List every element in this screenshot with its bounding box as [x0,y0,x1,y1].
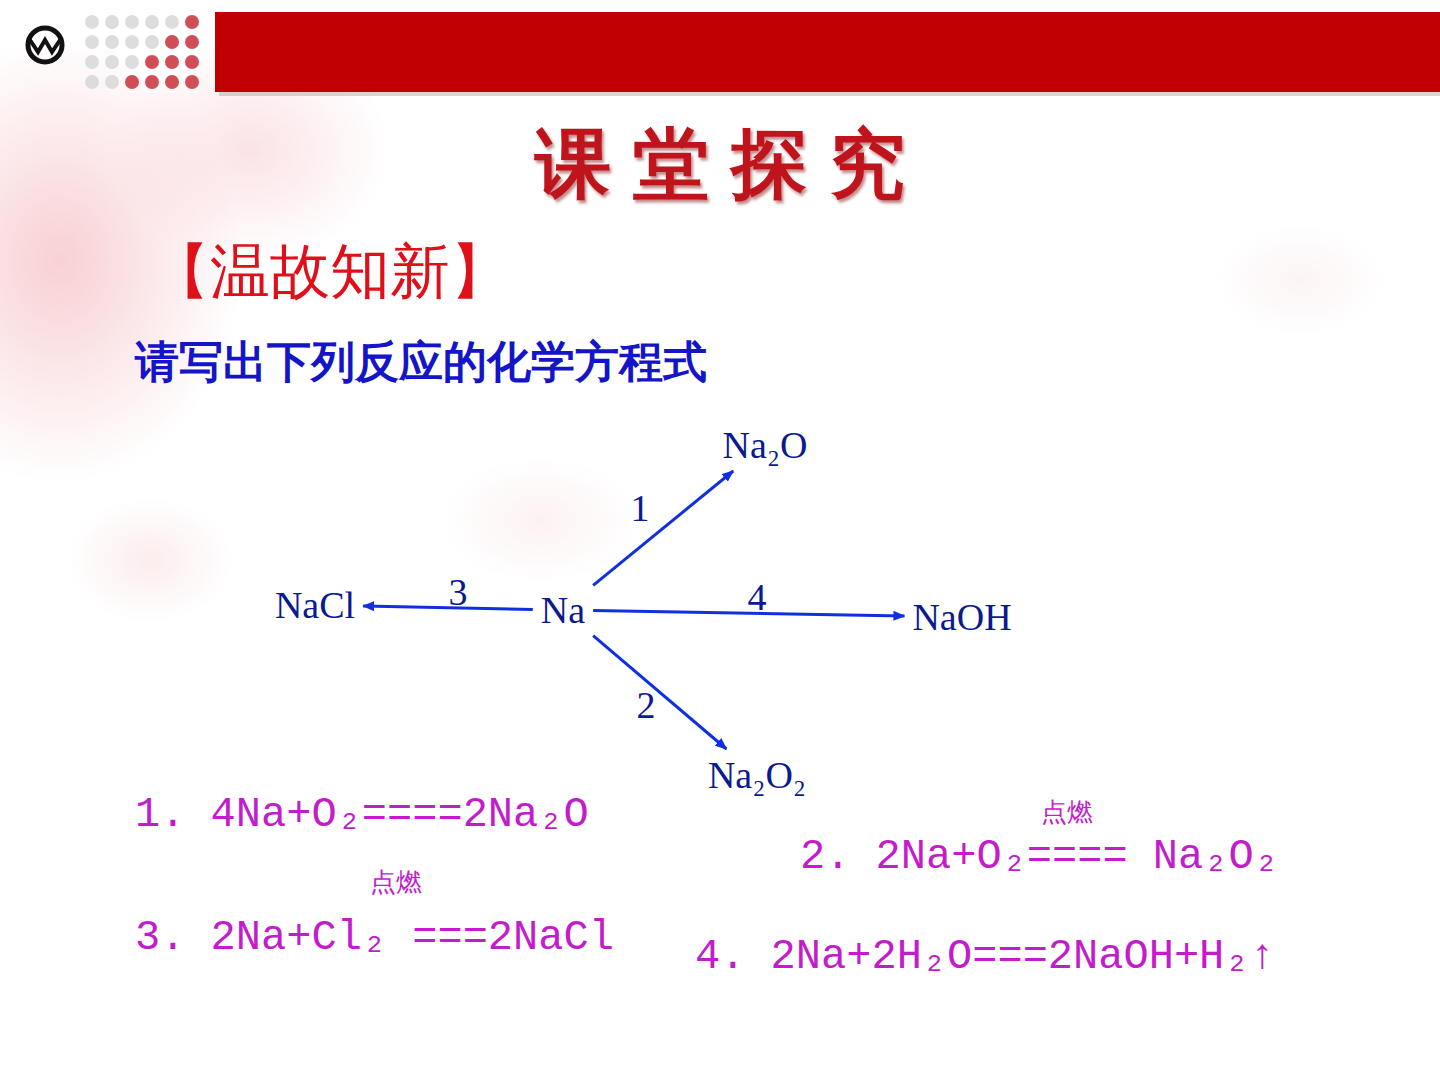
equation: 2. 2Na+O₂==== Na₂O₂ [800,833,1279,881]
formula-text: NaCl [275,584,355,626]
equation: 4. 2Na+2H₂O===2NaOH+H₂↑ [695,933,1275,981]
reaction-arrow [593,471,733,585]
formula-node: NaOH [906,593,1017,641]
equation: 3. 2Na+Cl₂ ===2NaCl [135,914,614,962]
logo [28,28,62,62]
formula-node: Na [535,586,591,634]
reaction-arrow [593,636,726,749]
dot-grid [85,15,199,89]
equation: 1. 4Na+O₂====2Na₂O [135,791,589,839]
formula-text: Na [541,589,585,631]
formula-node: Na₂O [717,421,814,469]
instruction: 请写出下列反应的化学方程式 [135,333,707,392]
reaction-arrow [363,606,533,609]
reaction-condition: 点燃 [1041,795,1093,830]
formula-node: Na₂O₂ [702,751,812,799]
step-number: 4 [748,575,767,619]
step-number: 2 [637,683,656,727]
step-number: 3 [449,570,468,614]
slide-title: 课堂探究 [535,114,927,217]
formula-text: Na₂O₂ [708,754,806,796]
reaction-condition: 点燃 [370,865,422,900]
section-heading: 【温故知新】 [150,232,510,313]
formula-node: NaCl [269,581,361,629]
header-bar [215,12,1440,92]
step-number: 1 [631,486,650,530]
formula-text: Na₂O [723,424,808,466]
formula-text: NaOH [912,596,1011,638]
